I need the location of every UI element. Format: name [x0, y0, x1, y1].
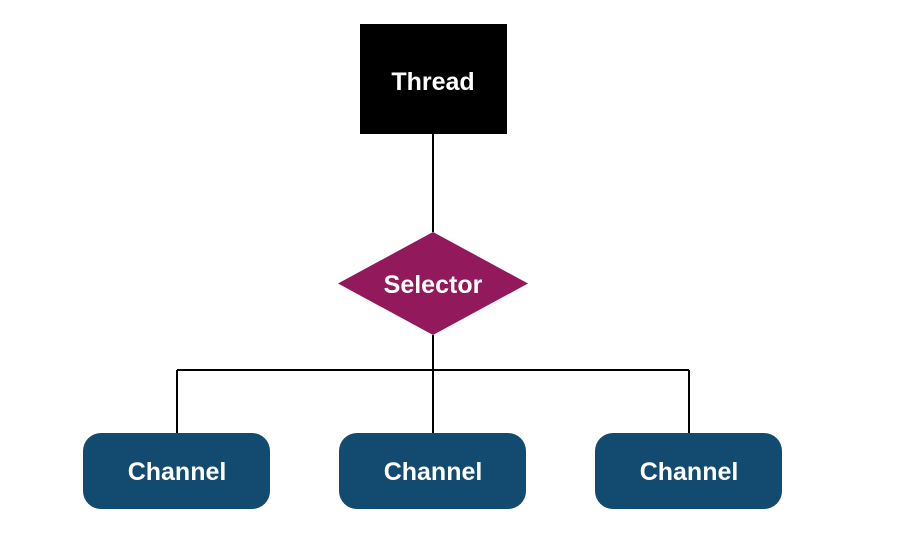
channel-node-middle-label: Channel	[384, 458, 483, 486]
selector-node-label: Selector	[384, 271, 483, 299]
channel-node-middle	[339, 433, 526, 509]
thread-node-label: Thread	[391, 68, 474, 96]
channel-node-right-label: Channel	[640, 458, 739, 486]
channel-node-left	[83, 433, 270, 509]
thread-node	[360, 24, 507, 134]
channel-node-right	[595, 433, 782, 509]
selector-node	[338, 232, 528, 335]
connectors	[176, 134, 690, 433]
channel-node-left-label: Channel	[128, 458, 227, 486]
